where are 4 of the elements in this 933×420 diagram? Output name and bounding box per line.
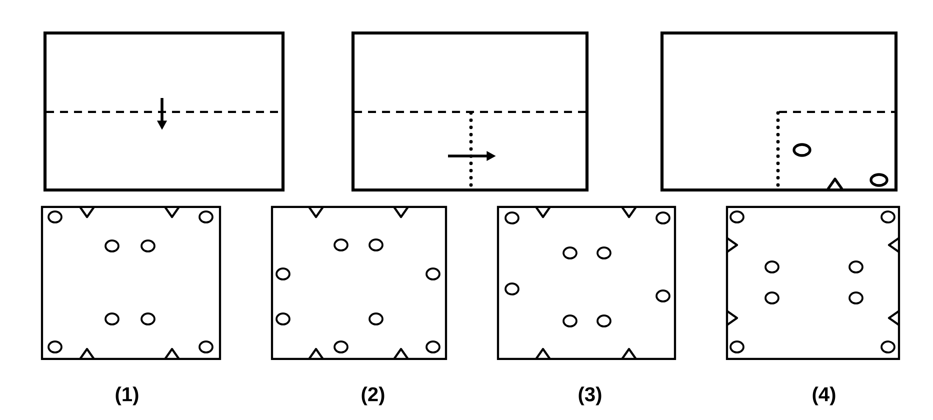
option-label: (1)	[116, 386, 138, 406]
option-label: (2)	[362, 386, 384, 406]
option-label: (3)	[578, 386, 602, 406]
option-label: (4)	[812, 386, 836, 406]
